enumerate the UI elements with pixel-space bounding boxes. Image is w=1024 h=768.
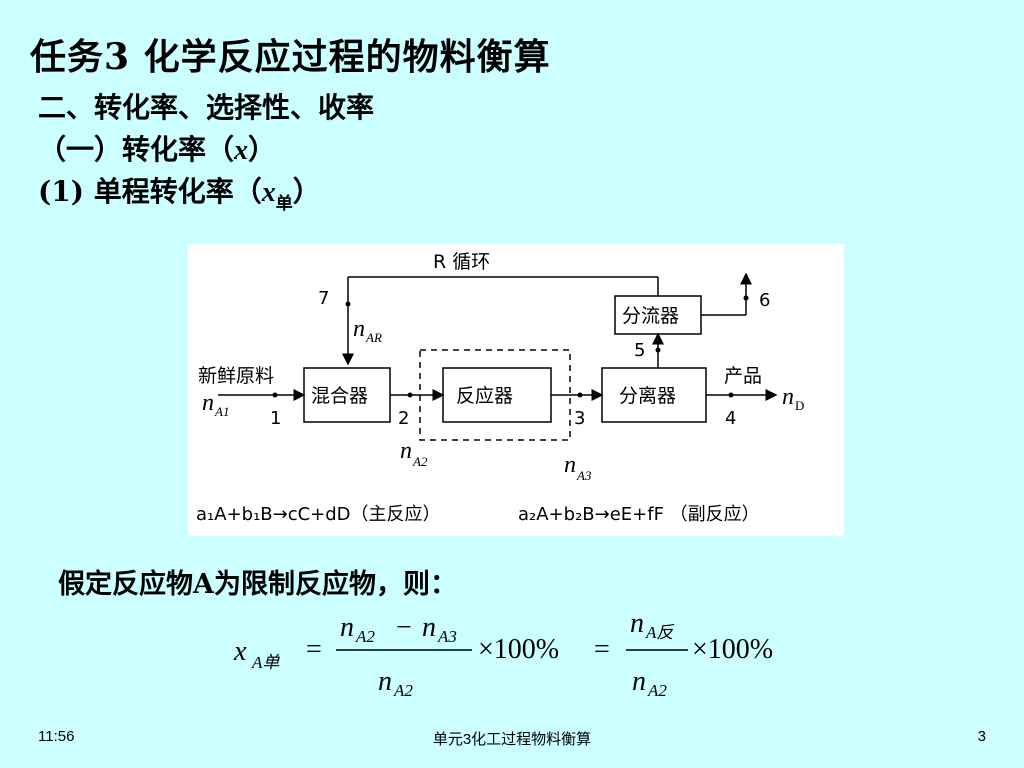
feed-flow-n: n xyxy=(202,390,214,416)
process-flow-svg: R 循环 分流器 6 5 混合器 反应器 分离器 新鲜原料 n A1 1 2 n xyxy=(196,251,804,525)
num1-a: n xyxy=(340,612,354,643)
reactor-label: 反应器 xyxy=(456,385,513,407)
item-sub: 单 xyxy=(275,194,293,214)
item-suffix: ） xyxy=(292,175,321,208)
eq-sign-2: = xyxy=(594,634,610,665)
product-flow-n: n xyxy=(782,384,794,410)
stream-4-label: 4 xyxy=(725,408,736,429)
stream-1-dot xyxy=(272,392,278,398)
footer-course: 单元3化工过程物料衡算 xyxy=(432,731,592,748)
section-heading: 二、转化率、选择性、收率 xyxy=(38,91,375,124)
stream-3-dot xyxy=(577,392,583,398)
stream-4-dot xyxy=(728,392,734,398)
subsection-heading: （一）转化率（x） xyxy=(38,128,276,168)
stream-2-dot xyxy=(407,392,413,398)
stream-5-label: 5 xyxy=(634,340,645,361)
num1-a-sub: A2 xyxy=(355,627,375,646)
slide-title: 任务3 化学反应过程的物料衡算 xyxy=(30,36,551,78)
stream-1-label: 1 xyxy=(270,408,281,429)
feed-flow-sub: A1 xyxy=(214,404,229,419)
feed-label: 新鲜原料 xyxy=(198,365,274,387)
item-var: x xyxy=(261,177,276,208)
stream-6-label: 6 xyxy=(759,290,770,311)
formula-svg: x A单 = n A2 − n A3 n A2 ×100% = n A反 n A… xyxy=(233,608,773,700)
stream-7-label: 7 xyxy=(318,288,329,309)
assumption-text: 假定反应物A为限制反应物，则： xyxy=(58,569,457,600)
reaction-side: a₂A+b₂B→eE+fF （副反应） xyxy=(518,504,760,525)
times-100-1: ×100% xyxy=(478,634,559,665)
num2: n xyxy=(630,608,644,639)
minus-sign: − xyxy=(396,612,412,643)
den2: n xyxy=(632,666,646,697)
num1-b-sub: A3 xyxy=(437,627,457,646)
footer-page-number: 3 xyxy=(977,728,986,745)
reactor-in-flow-sub: A2 xyxy=(412,454,428,469)
separator-label: 分离器 xyxy=(619,385,676,407)
lhs-var: x xyxy=(233,636,247,667)
den1: n xyxy=(378,666,392,697)
reactor-out-flow-sub: A3 xyxy=(576,468,592,483)
reactor-out-flow-n: n xyxy=(564,452,576,478)
den2-sub: A2 xyxy=(647,681,667,700)
recycle-label: R 循环 xyxy=(433,251,490,273)
process-flow-diagram: R 循环 分流器 6 5 混合器 反应器 分离器 新鲜原料 n A1 1 2 n xyxy=(188,244,844,536)
reaction-main: a₁A+b₁B→cC+dD（主反应） xyxy=(196,504,441,525)
times-100-2: ×100% xyxy=(692,634,773,665)
mixer-label: 混合器 xyxy=(311,385,368,407)
recycle-flow-sub: AR xyxy=(365,330,382,345)
stream-6-dot xyxy=(743,295,749,301)
reactor-in-flow-n: n xyxy=(400,438,412,464)
stream-3-label: 3 xyxy=(574,408,585,429)
splitter-label: 分流器 xyxy=(622,305,679,327)
item-prefix: (1) 单程转化率（ xyxy=(38,175,262,208)
num1-b: n xyxy=(422,612,436,643)
recycle-flow-n: n xyxy=(353,316,365,342)
eq-sign-1: = xyxy=(306,634,322,665)
lhs-sub: A单 xyxy=(251,653,280,672)
stream-5-dot xyxy=(655,347,661,353)
stream-2-label: 2 xyxy=(398,408,409,429)
conversion-formula: x A单 = n A2 − n A3 n A2 ×100% = n A反 n A… xyxy=(230,606,830,706)
footer-time: 11:56 xyxy=(38,728,75,745)
subsection-suffix: ） xyxy=(248,133,277,166)
subsection-var: x xyxy=(234,135,249,166)
num2-sub: A反 xyxy=(645,623,674,642)
subsection-prefix: （一）转化率（ xyxy=(38,133,235,166)
stream-7-dot xyxy=(345,301,351,307)
splitter-box xyxy=(614,295,702,335)
item-heading: (1) 单程转化率（x单） xyxy=(38,170,321,214)
product-label: 产品 xyxy=(724,365,762,387)
den1-sub: A2 xyxy=(393,681,413,700)
product-flow-sub: D xyxy=(795,398,804,413)
